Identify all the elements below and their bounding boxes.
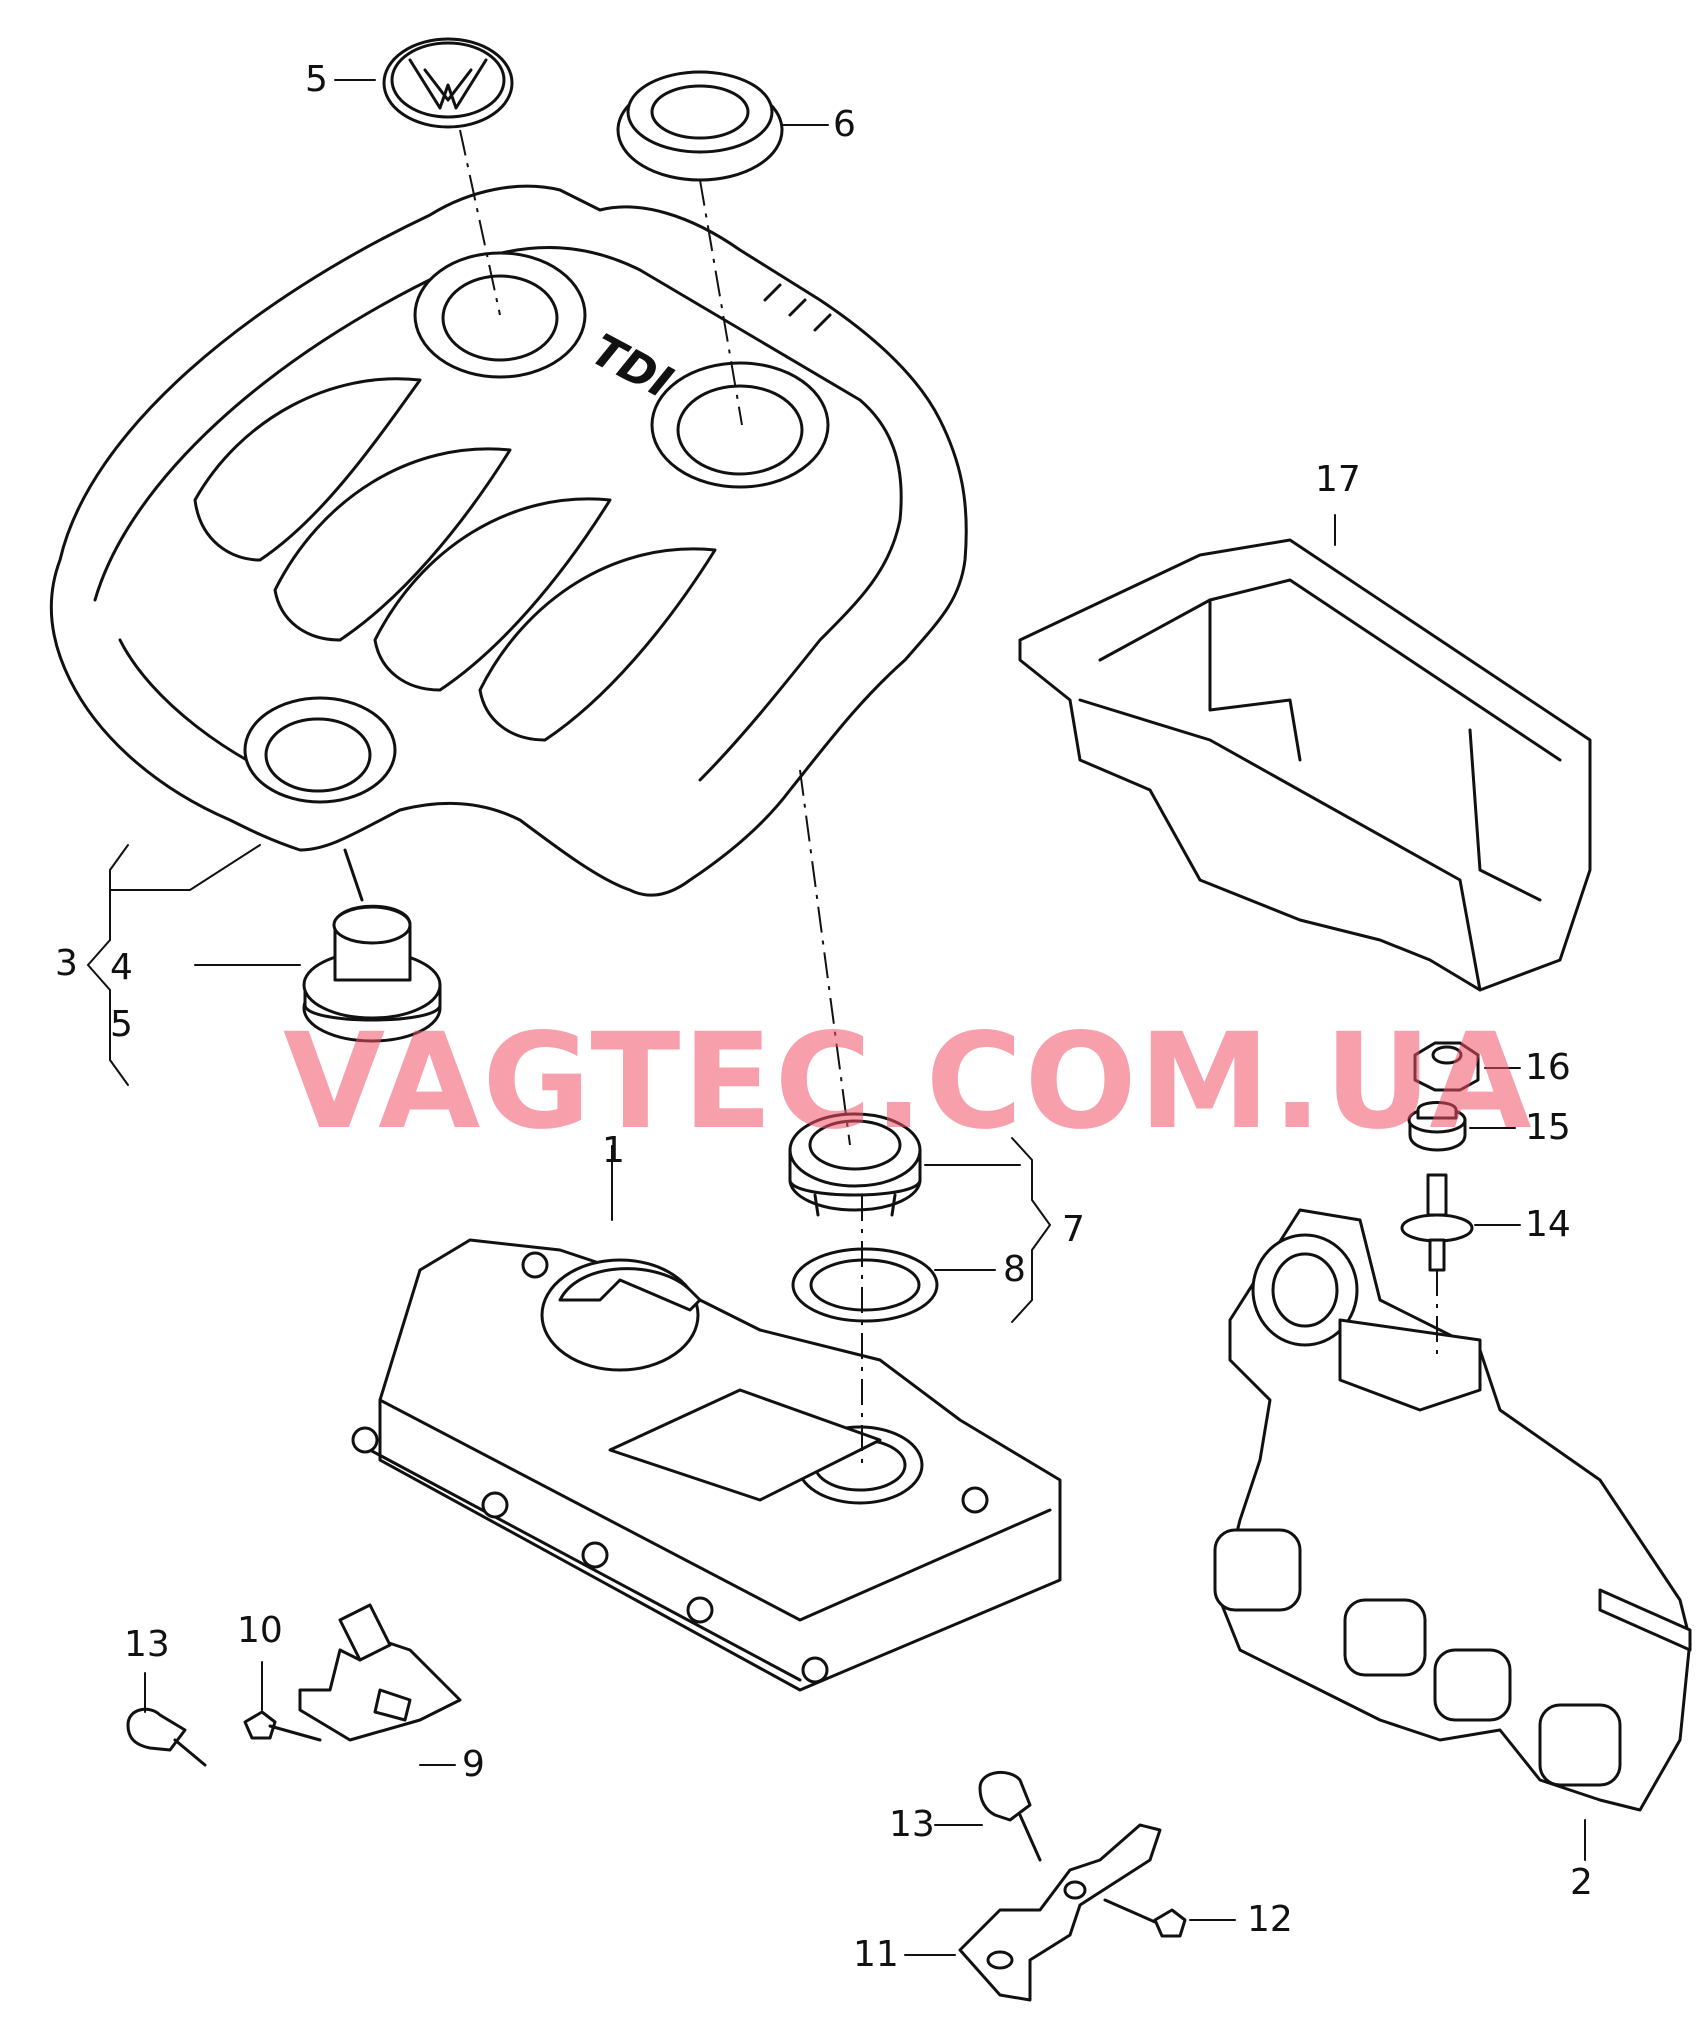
bracket-right-drawing: [958, 1823, 1162, 2002]
exhaust-manifold-drawing: [1213, 1208, 1692, 1812]
callout-4[interactable]: 4: [110, 947, 133, 988]
callout-16[interactable]: 16: [1525, 1047, 1571, 1088]
bolt-right-drawing: [1103, 1898, 1187, 1938]
grommet-6-drawing: [616, 70, 784, 182]
callout-5-emblem[interactable]: 5: [305, 59, 328, 100]
ball-stud-right-drawing: [978, 1771, 1042, 1862]
callout-13-left[interactable]: 13: [124, 1624, 170, 1665]
callout-2[interactable]: 2: [1570, 1862, 1593, 1903]
assembly-lines: [343, 129, 1438, 1470]
callout-7[interactable]: 7: [1062, 1209, 1085, 1250]
stud-drawing: [1400, 1173, 1474, 1272]
callout-8[interactable]: 8: [1003, 1249, 1026, 1290]
bolt-left-drawing: [243, 1710, 322, 1742]
callout-14[interactable]: 14: [1525, 1204, 1571, 1245]
callout-6[interactable]: 6: [833, 104, 856, 145]
bracket-left-drawing: [298, 1603, 462, 1742]
emblem-drawing: [382, 37, 514, 129]
rubber-mount-drawing: [1407, 1101, 1467, 1152]
callout-13-right[interactable]: 13: [889, 1804, 935, 1845]
ball-stud-left-drawing: [126, 1707, 207, 1767]
callout-12[interactable]: 12: [1247, 1899, 1293, 1940]
callout-9[interactable]: 9: [462, 1744, 485, 1785]
callout-17[interactable]: 17: [1315, 459, 1361, 500]
callout-5-group[interactable]: 5: [110, 1004, 133, 1045]
leader-lines: [86, 79, 1586, 1956]
grommet-4-drawing: [302, 904, 442, 1043]
engine-cover-drawing: [49, 184, 968, 897]
callout-11[interactable]: 11: [853, 1934, 899, 1975]
nut-drawing: [1413, 1041, 1480, 1092]
callout-15[interactable]: 15: [1525, 1107, 1571, 1148]
insulation-mat-drawing: [1018, 538, 1592, 992]
callout-1[interactable]: 1: [602, 1130, 625, 1171]
callout-10[interactable]: 10: [237, 1610, 283, 1651]
seal-ring-drawing: [791, 1247, 939, 1323]
callout-3[interactable]: 3: [55, 943, 78, 984]
cylinder-head-cover-drawing: [351, 1238, 1062, 1692]
filler-cap-drawing: [788, 1112, 922, 1217]
